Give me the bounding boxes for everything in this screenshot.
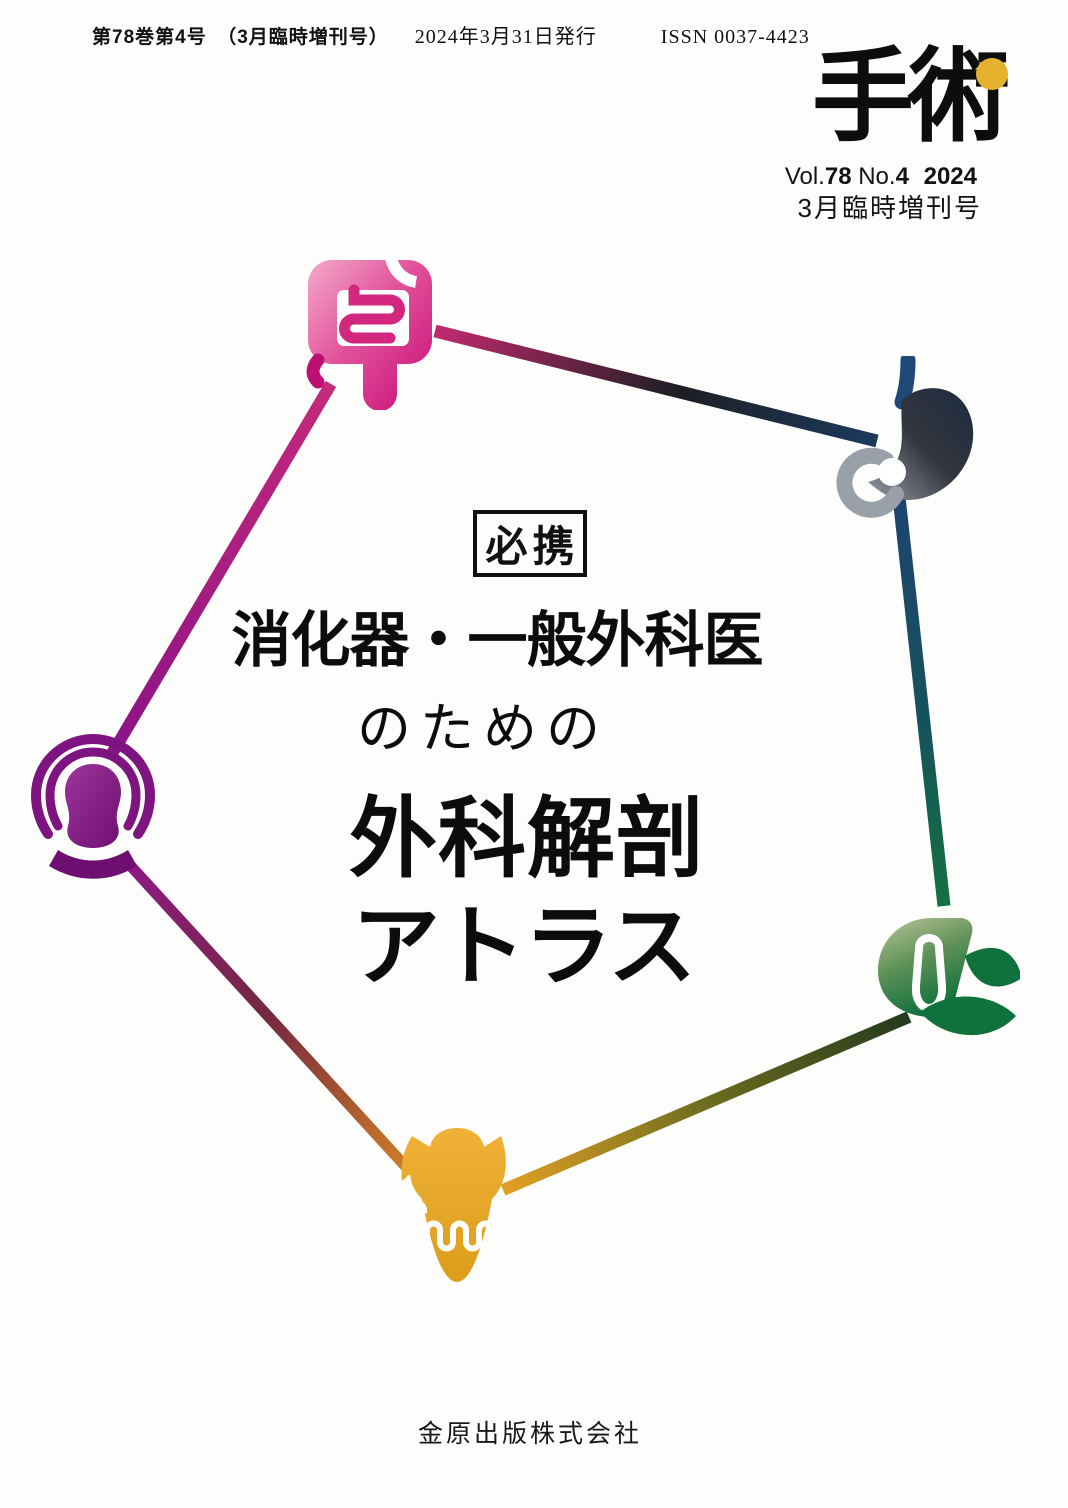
- line-stomach-liver: [892, 496, 951, 907]
- volume-line: Vol.78 No.4 2024: [785, 163, 977, 191]
- issue-label: 3月臨時増刊号: [797, 193, 982, 223]
- volume-prefix: Vol.: [784, 163, 825, 190]
- anal-canal-icon: [401, 1128, 506, 1282]
- stomach-icon: [836, 356, 974, 518]
- publisher-name: 金原出版株式会社: [417, 1420, 643, 1448]
- issue-number-text: 第78巻第4号 （3月臨時増刊号）: [92, 27, 389, 48]
- title-line-notameno: のための: [357, 699, 609, 759]
- title-line-main-2: アトラス: [351, 897, 696, 996]
- number-value: 4: [895, 163, 909, 190]
- line-colon-hiatus: [104, 380, 337, 761]
- title-line-audience: 消化器・一般外科医: [231, 607, 764, 674]
- badge-hikkei: 必携: [473, 510, 587, 577]
- colon-intestine-icon: [306, 256, 432, 410]
- issn-text: ISSN 0037-4423: [660, 26, 810, 48]
- title-line-main-1: 外科解剖: [348, 789, 706, 888]
- line-colon-stomach: [433, 324, 879, 448]
- liver-gallbladder-icon: [878, 918, 1020, 1036]
- logo-accent-dot-icon: [976, 58, 1008, 90]
- year-value: 2024: [923, 163, 977, 190]
- number-prefix: No.: [858, 163, 896, 190]
- publish-date-text: 2024年3月31日発行: [414, 26, 597, 48]
- magazine-logo: 手術: [812, 40, 1010, 154]
- esophageal-hiatus-icon: [30, 733, 156, 879]
- issue-header: 第78巻第4号 （3月臨時増刊号） 2024年3月31日発行 ISSN 0037…: [92, 20, 810, 49]
- volume-number: 78: [824, 163, 852, 190]
- line-liver-analcanal: [500, 1011, 912, 1196]
- line-hiatus-analcanal: [123, 859, 412, 1172]
